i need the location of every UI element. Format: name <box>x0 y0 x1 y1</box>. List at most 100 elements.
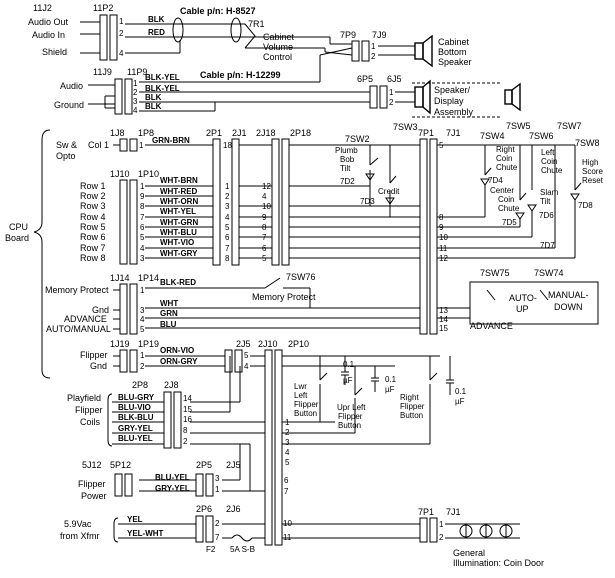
switch-label: 7SW74 <box>534 268 564 278</box>
svg-text:8: 8 <box>225 254 230 263</box>
pins-2p8: 14 15 16 8 2 <box>183 394 192 446</box>
component-label: Right <box>400 393 419 402</box>
connector-2j10 <box>264 349 273 546</box>
cap-unit: µF <box>385 385 395 394</box>
connector-2j1 <box>231 138 240 266</box>
component-label: High <box>582 158 598 167</box>
row-label: Row 2 <box>80 191 106 201</box>
connector-label: 2J1 <box>232 128 247 138</box>
pin-number: 1 <box>389 88 394 97</box>
svg-text:BLU-YEL: BLU-YEL <box>118 434 153 443</box>
fuse-rating: 5A S-B <box>230 545 255 554</box>
component-label: Button <box>400 411 423 420</box>
svg-text:GRY-YEL: GRY-YEL <box>118 424 153 433</box>
cable-label: Cable p/n: H-12299 <box>200 70 281 80</box>
diode-icon <box>480 178 490 186</box>
component-label: Button <box>338 421 361 430</box>
component-label: DOWN <box>554 302 583 312</box>
speaker-cone-icon <box>422 79 431 115</box>
row-pins-2p18: 12 10 9 8 7 6 5 4 <box>262 182 271 263</box>
svg-text:2: 2 <box>225 192 230 201</box>
svg-text:BLU-VIO: BLU-VIO <box>118 403 151 412</box>
svg-text:15: 15 <box>183 405 192 414</box>
connector-11j2 <box>99 14 108 61</box>
connector-label: 7P9 <box>340 30 356 40</box>
pins-1p14: 1 3 4 5 <box>140 286 145 334</box>
component-label: Control <box>263 52 292 62</box>
component-label: Credit <box>378 187 400 196</box>
row-label: Row 5 <box>80 222 106 232</box>
connector-label: 6J5 <box>387 74 402 84</box>
pin-number: 3 <box>133 97 138 106</box>
speaker-cone-icon <box>422 34 433 68</box>
speaker-cone-icon <box>511 82 521 112</box>
pin-number: 1 <box>119 17 124 26</box>
cap-unit: µF <box>343 376 353 385</box>
connector-2p8 <box>163 391 172 449</box>
connector-label: 5P12 <box>110 460 131 470</box>
connector-2p10 <box>274 349 283 546</box>
wire-color: RED <box>148 28 165 37</box>
svg-text:1: 1 <box>140 182 145 191</box>
connector-label: 2P6 <box>196 504 212 514</box>
component-label: Flipper <box>338 412 363 421</box>
row-label: Row 3 <box>80 201 106 211</box>
signal-label: Flipper <box>78 479 106 489</box>
svg-text:15: 15 <box>439 324 448 333</box>
signal-label: 5.9Vac <box>64 519 92 529</box>
signal-label: Memory Protect <box>45 285 109 295</box>
pin-number: 1 <box>139 141 144 150</box>
component-label: 7D2 <box>340 177 355 186</box>
connector-7p1b <box>419 517 428 543</box>
connector-label: 7J1 <box>446 128 461 138</box>
connector-6p5 <box>369 85 378 109</box>
component-label: Bob <box>340 155 355 164</box>
connector-label: 2J10 <box>258 339 278 349</box>
cable-label: Cable p/n: H-8527 <box>180 6 256 16</box>
speaker-icon <box>414 42 424 60</box>
connector-2j8 <box>173 391 182 449</box>
component-label: Coin <box>496 154 512 163</box>
svg-text:WHT-BLU: WHT-BLU <box>160 228 197 237</box>
svg-text:WHT-VIO: WHT-VIO <box>160 238 194 247</box>
svg-text:14: 14 <box>439 315 448 324</box>
pin-number: 4 <box>244 362 249 371</box>
diode-icon <box>515 212 525 220</box>
connector-label: 2J8 <box>164 380 179 390</box>
component-label: Coin <box>541 157 557 166</box>
svg-text:BLK-BLU: BLK-BLU <box>118 413 154 422</box>
component-label: Flipper <box>400 402 425 411</box>
signal-label: Ground <box>54 100 84 110</box>
connector-label: 7P1 <box>418 507 434 517</box>
component-label: Chute <box>496 163 518 172</box>
svg-text:BLU-GRY: BLU-GRY <box>118 393 155 402</box>
board-label: Board <box>5 233 29 243</box>
component-label: 7D5 <box>502 218 517 227</box>
flipper-section: 1J19 1P19 2J5 2J10 2P10 Flipper Gnd 1 2 … <box>60 339 544 568</box>
row-labels: Row 1 Row 2 Row 3 Row 4 Row 5 Row 6 Row … <box>80 181 106 263</box>
pin-number: 5 <box>244 351 249 360</box>
switch-label: 7SW7 <box>557 121 582 131</box>
signal-label: Audio In <box>32 30 65 40</box>
component-label: 7D4 <box>488 176 503 185</box>
cap-value: 0.1 <box>343 360 355 369</box>
svg-text:3: 3 <box>285 438 290 447</box>
connector-11p2 <box>109 14 118 61</box>
row-label: Row 4 <box>80 212 106 222</box>
connector-label: 6P5 <box>357 74 373 84</box>
connector-label: 1J8 <box>110 128 125 138</box>
connector-label: 7J1 <box>446 507 461 517</box>
switch-label: 7SW8 <box>575 138 600 148</box>
connector-label: 1P10 <box>138 169 159 179</box>
connector-1p8 <box>129 138 138 152</box>
connector-2p1 <box>212 138 221 266</box>
wire-color: GRN-BRN <box>152 136 190 145</box>
cap-value: 0.1 <box>455 387 467 396</box>
connector-label: 11J9 <box>93 67 112 77</box>
wire-color: BLK-RED <box>160 278 196 287</box>
pin-number: 2 <box>439 533 444 542</box>
component-label: Plumb <box>335 146 358 155</box>
connector-1p19 <box>129 349 138 373</box>
connector-label: 2P8 <box>132 380 148 390</box>
signal-label: ADVANCE <box>64 314 107 324</box>
